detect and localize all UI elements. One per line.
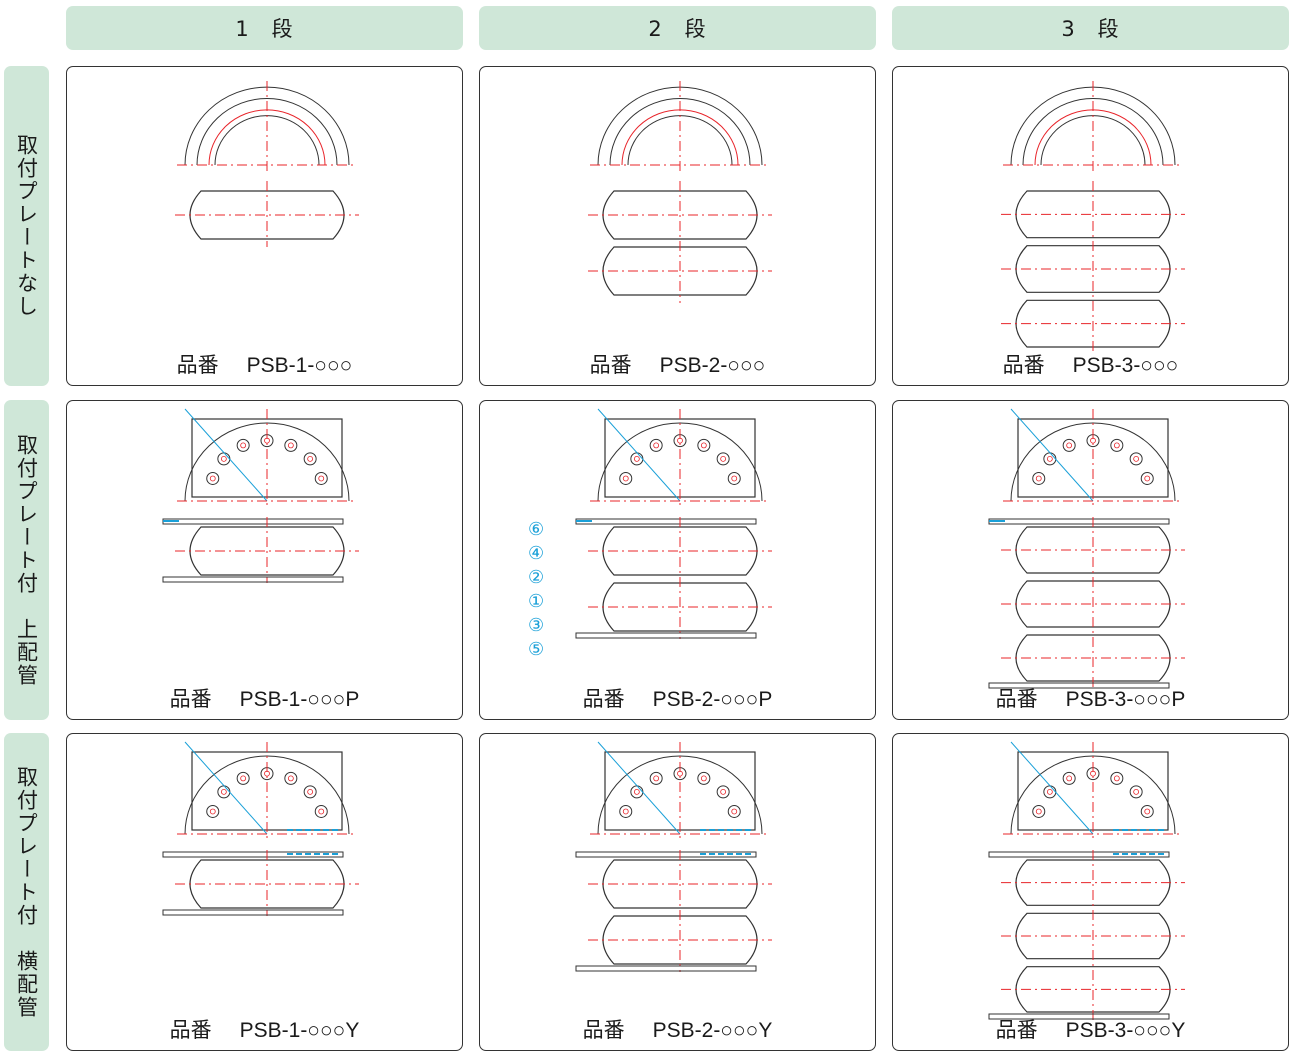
part-number-label: 品番: [582, 1019, 625, 1042]
bellows-drawing: [575, 408, 772, 639]
part-number: PSB-2-○○○P: [652, 688, 773, 711]
bellows-drawing: [162, 408, 359, 583]
part-number-label: 品番: [589, 354, 632, 377]
bellows-drawing: [162, 741, 359, 916]
bellows-drawing: [588, 81, 772, 303]
part-number-caption: 品番 PSB-1-○○○Y: [67, 1014, 462, 1044]
bellows-drawing: [988, 741, 1185, 1020]
part-number-caption: 品番 PSB-2-○○○: [480, 349, 875, 379]
cell-psb2-y: 品番 PSB-2-○○○Y: [479, 733, 876, 1051]
part-number-caption: 品番 PSB-1-○○○: [67, 349, 462, 379]
part-number-caption: 品番 PSB-3-○○○Y: [893, 1014, 1288, 1044]
part-number-label: 品番: [1002, 354, 1045, 377]
bellows-drawing: [988, 408, 1185, 689]
column-header-3-stage: 3 段: [892, 6, 1289, 50]
callout-1: ①: [528, 591, 545, 611]
cell-psb3-y: 品番 PSB-3-○○○Y: [892, 733, 1289, 1051]
part-number-label: 品番: [169, 1019, 212, 1042]
cell-psb3-p: 品番 PSB-3-○○○P: [892, 400, 1289, 720]
cell-psb2-p: ⑥ ④ ② ① ③ ⑤ 品番 PSB-2-○○○P: [479, 400, 876, 720]
part-number-caption: 品番 PSB-3-○○○: [893, 349, 1288, 379]
row-header-plate-side-piping: 取付プレート付 横配管: [4, 733, 49, 1051]
part-number-caption: 品番 PSB-1-○○○P: [67, 683, 462, 713]
part-number-label: 品番: [995, 1019, 1038, 1042]
part-number: PSB-2-○○○Y: [652, 1019, 773, 1042]
part-number: PSB-1-○○○P: [239, 688, 360, 711]
part-number-label: 品番: [169, 688, 212, 711]
part-number: PSB-3-○○○: [1072, 354, 1179, 377]
column-header-1-stage: 1 段: [66, 6, 463, 50]
part-number-caption: 品番 PSB-2-○○○P: [480, 683, 875, 713]
bellows-drawing: [175, 81, 359, 247]
part-number: PSB-1-○○○Y: [239, 1019, 360, 1042]
part-number: PSB-2-○○○: [659, 354, 766, 377]
row-header-plate-top-piping: 取付プレート付 上配管: [4, 400, 49, 720]
callout-6: ⑥: [528, 519, 545, 539]
part-number: PSB-3-○○○P: [1065, 688, 1186, 711]
callout-2: ②: [528, 567, 545, 587]
cell-psb1-p: 品番 PSB-1-○○○P: [66, 400, 463, 720]
part-number: PSB-3-○○○Y: [1065, 1019, 1186, 1042]
cell-psb2: 品番 PSB-2-○○○: [479, 66, 876, 386]
part-number-label: 品番: [995, 688, 1038, 711]
part-number-label: 品番: [582, 688, 625, 711]
row-header-no-plate: 取付プレートなし: [4, 66, 49, 386]
bellows-drawing: [1001, 81, 1185, 355]
column-header-2-stage: 2 段: [479, 6, 876, 50]
part-number-label: 品番: [176, 354, 219, 377]
bellows-drawing: [575, 741, 772, 972]
cell-psb1: 品番 PSB-1-○○○: [66, 66, 463, 386]
part-number-caption: 品番 PSB-3-○○○P: [893, 683, 1288, 713]
callout-3: ③: [528, 615, 545, 635]
cell-psb3: 品番 PSB-3-○○○: [892, 66, 1289, 386]
part-number-caption: 品番 PSB-2-○○○Y: [480, 1014, 875, 1044]
callout-5: ⑤: [528, 639, 545, 659]
callout-4: ④: [528, 543, 545, 563]
cell-psb1-y: 品番 PSB-1-○○○Y: [66, 733, 463, 1051]
part-number: PSB-1-○○○: [246, 354, 353, 377]
